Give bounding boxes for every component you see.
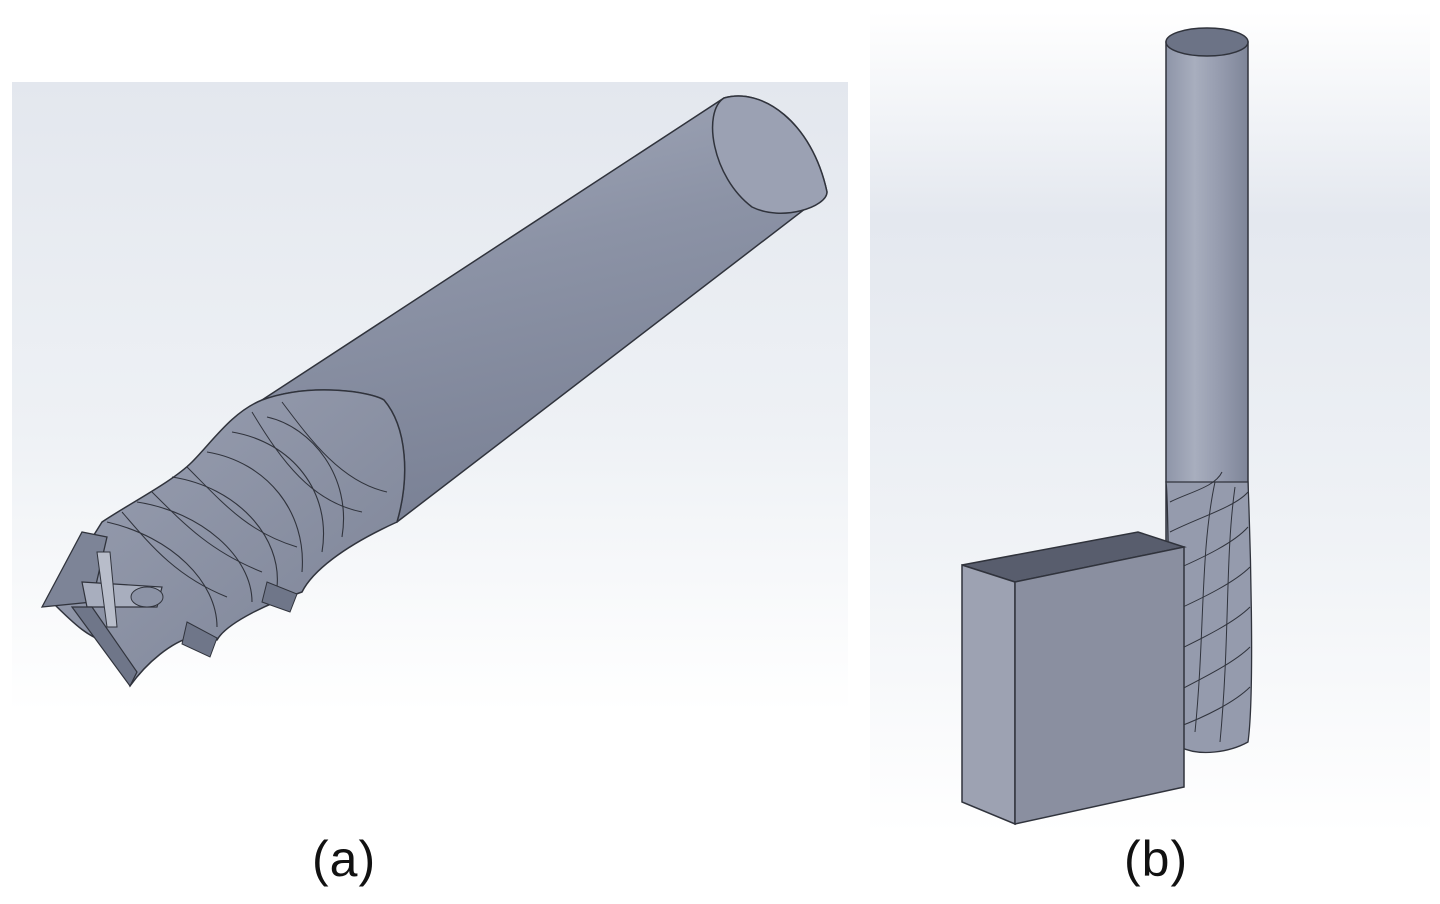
caption-b: (b) bbox=[1124, 831, 1189, 887]
cutting-tip-a bbox=[40, 531, 164, 688]
flutes-b bbox=[1165, 471, 1253, 754]
flutes-a bbox=[51, 389, 406, 688]
panel-b-figure bbox=[870, 12, 1430, 834]
end-mill-render-b bbox=[870, 12, 1430, 834]
panel-a-figure bbox=[12, 82, 848, 712]
shank-b bbox=[1165, 27, 1249, 548]
workpiece-block-b bbox=[961, 531, 1187, 826]
shank-a bbox=[260, 95, 828, 524]
end-mill-render-a bbox=[12, 82, 848, 712]
caption-a: (a) bbox=[312, 831, 377, 887]
